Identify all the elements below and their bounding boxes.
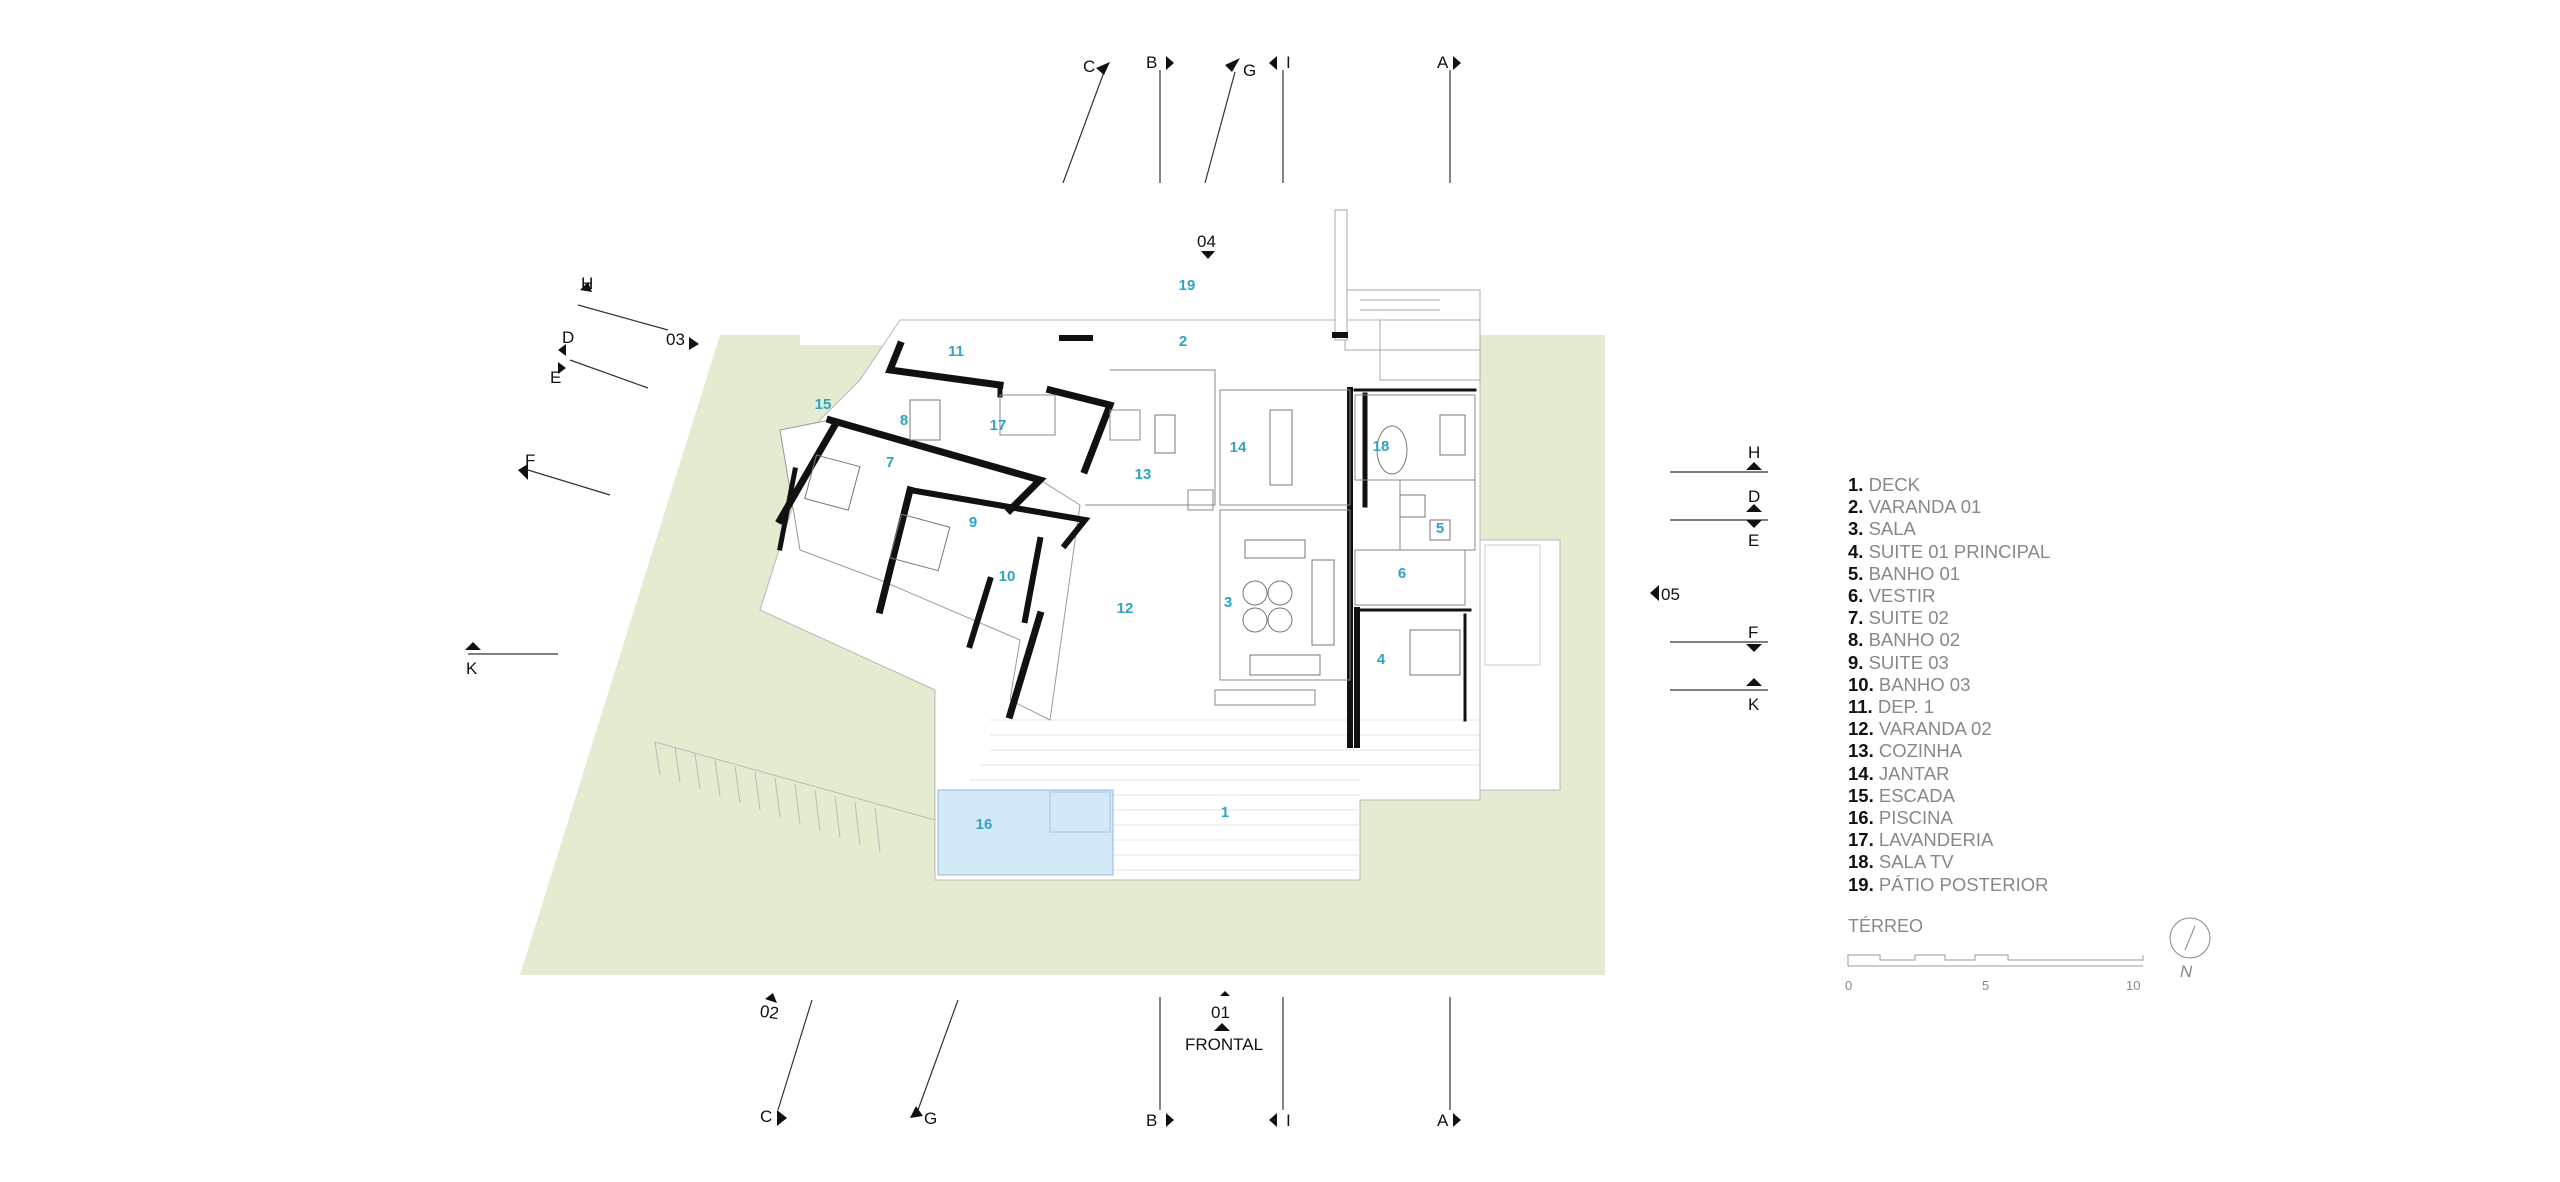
section-label-A-top: A xyxy=(1437,53,1449,72)
section-label-E-left: E xyxy=(550,368,561,387)
room-number-7: 7 xyxy=(886,454,894,471)
section-label-H-right: H xyxy=(1748,443,1760,462)
section-label-C-top: C xyxy=(1083,57,1095,76)
legend-item: 19. PÁTIO POSTERIOR xyxy=(1848,873,2049,895)
room-number-13: 13 xyxy=(1135,466,1152,483)
ramp-lines xyxy=(654,741,936,853)
room-number-18: 18 xyxy=(1373,438,1390,455)
side-walkway-inner xyxy=(1484,544,1541,666)
section-label-G-top: G xyxy=(1243,61,1256,80)
section-lines xyxy=(468,70,1768,1111)
legend-item: 8. BANHO 02 xyxy=(1848,629,1961,651)
legend-item: 16. PISCINA xyxy=(1848,807,1953,829)
scale-bar xyxy=(1847,954,2144,967)
elevation-label-05: 05 xyxy=(1661,585,1680,604)
legend-item: 14. JANTAR xyxy=(1848,762,1950,784)
room-number-15: 15 xyxy=(815,396,832,413)
room-legend: 1. DECK 2. VARANDA 01 3. SALA 4. SUITE 0… xyxy=(1848,474,2050,896)
north-needle xyxy=(2184,925,2196,951)
room-number-8: 8 xyxy=(900,412,908,429)
section-label-K-left: K xyxy=(466,659,478,678)
legend-item: 6. VESTIR xyxy=(1848,585,1936,607)
level-title: TÉRREO xyxy=(1848,916,1924,936)
pool-steps xyxy=(1049,791,1111,833)
boundary-wall-post xyxy=(1334,209,1348,341)
rear-patio xyxy=(800,215,1355,345)
legend-item: 1. DECK xyxy=(1848,474,1920,495)
legend-item: 9. SUITE 03 xyxy=(1848,651,1949,673)
section-label-F-right: F xyxy=(1748,623,1758,642)
section-label-E-right: E xyxy=(1748,531,1759,550)
room-number-5: 5 xyxy=(1436,520,1444,537)
section-label-I-bottom: I xyxy=(1286,1111,1291,1130)
room-number-3: 3 xyxy=(1224,594,1232,611)
section-label-G-bottom: G xyxy=(924,1109,937,1128)
section-label-H-left: H xyxy=(581,274,593,293)
furniture xyxy=(804,399,1466,676)
scale-tick-5: 5 xyxy=(1982,978,1989,993)
room-number-10: 10 xyxy=(999,568,1016,585)
room-number-17: 17 xyxy=(990,417,1007,434)
section-label-D-left: D xyxy=(562,328,574,347)
frontal-label: FRONTAL xyxy=(1185,1035,1263,1054)
room-number-1: 1 xyxy=(1221,804,1229,821)
section-label-B-top: B xyxy=(1146,53,1157,72)
section-label-K-right: K xyxy=(1748,695,1760,714)
section-label-A-bottom: A xyxy=(1437,1111,1449,1130)
section-label-C-bottom: C xyxy=(760,1107,772,1126)
section-label-F-left: F xyxy=(525,451,535,470)
room-number-6: 6 xyxy=(1398,565,1406,582)
legend-item: 3. SALA xyxy=(1848,518,1916,540)
legend-item: 12. VARANDA 02 xyxy=(1848,718,1992,740)
room-number-9: 9 xyxy=(969,514,977,531)
elevation-label-01: 01 xyxy=(1211,1003,1230,1022)
room-numbers: 1 2 3 4 5 6 7 8 9 10 11 12 13 14 15 16 1… xyxy=(815,277,1445,833)
room-number-19: 19 xyxy=(1179,277,1196,294)
room-number-2: 2 xyxy=(1179,333,1187,350)
section-label-D-right: D xyxy=(1748,487,1760,506)
scale-ticks: 0 5 10 xyxy=(1845,978,2140,993)
scale-tick-0: 0 xyxy=(1845,978,1852,993)
legend-item: 7. SUITE 02 xyxy=(1848,607,1949,629)
legend-item: 10. BANHO 03 xyxy=(1848,673,1971,695)
legend-item: 5. BANHO 01 xyxy=(1848,562,1961,584)
scale-tick-10: 10 xyxy=(2126,978,2140,993)
exterior-stair xyxy=(1344,289,1481,381)
room-number-4: 4 xyxy=(1377,651,1386,668)
north-arrow-icon xyxy=(2169,917,2211,959)
elevation-markers: 04 03 05 01 FRONTAL 02 xyxy=(666,232,1680,1054)
section-letters: A B C G I A B C G I H D E F K H D E F K xyxy=(466,53,1760,1130)
room-number-16: 16 xyxy=(976,816,993,833)
north-label: N xyxy=(2180,962,2193,981)
legend-item: 11. DEP. 1 xyxy=(1848,696,1935,718)
room-number-11: 11 xyxy=(948,343,964,360)
section-label-I-top: I xyxy=(1286,53,1291,72)
legend-item: 4. SUITE 01 PRINCIPAL xyxy=(1848,540,2051,562)
elevation-label-03: 03 xyxy=(666,330,685,349)
section-label-B-bottom: B xyxy=(1146,1111,1157,1130)
legend-item: 2. VARANDA 01 xyxy=(1848,496,1982,518)
legend-item: 18. SALA TV xyxy=(1848,851,1954,873)
legend-item: 15. ESCADA xyxy=(1848,784,1955,806)
legend-item: 17. LAVANDERIA xyxy=(1848,829,1994,851)
legend-item: 13. COZINHA xyxy=(1848,740,1963,762)
room-number-14: 14 xyxy=(1230,439,1247,456)
room-number-12: 12 xyxy=(1117,600,1134,617)
elevation-label-02: 02 xyxy=(759,1002,780,1023)
section-arrows xyxy=(465,56,1762,1127)
elevation-label-04: 04 xyxy=(1197,232,1216,251)
